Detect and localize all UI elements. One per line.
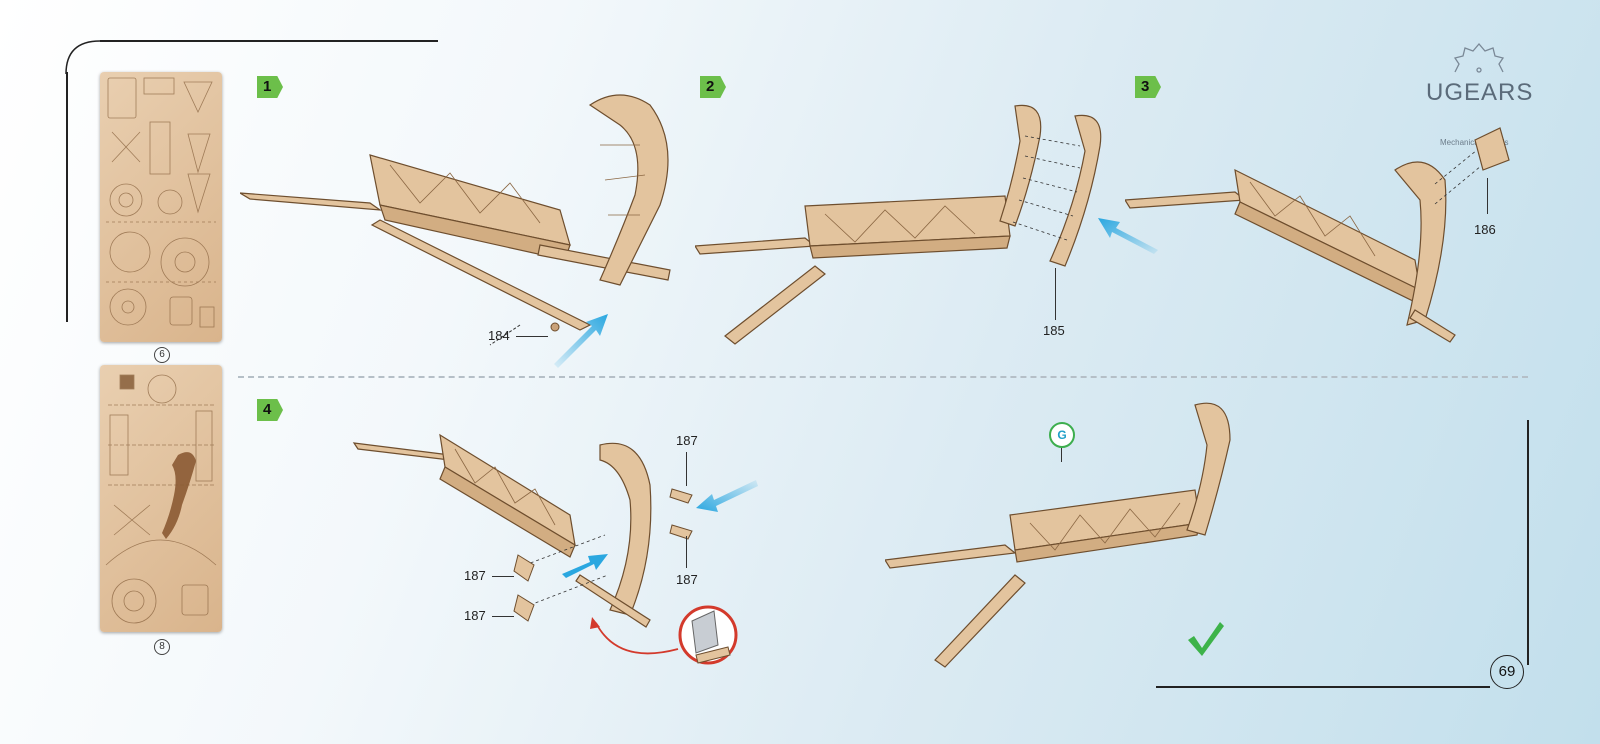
part-label-185: 185 bbox=[1043, 323, 1065, 338]
leader-line-187-left-top bbox=[492, 576, 514, 577]
parts-sheet-6 bbox=[100, 72, 222, 342]
marker-arrow bbox=[1061, 448, 1062, 462]
step-badge-1: 1 bbox=[257, 76, 283, 98]
part-label-187-bottom-right: 187 bbox=[676, 572, 698, 587]
step-1-insert-arrow bbox=[554, 314, 608, 368]
step-4-insert-arrow-inner bbox=[562, 554, 608, 578]
step-3-illustration bbox=[1125, 127, 1510, 343]
leader-line-184 bbox=[516, 336, 548, 337]
step-separator bbox=[238, 376, 1528, 378]
sheet-number-6: 6 bbox=[154, 347, 170, 363]
step-badge-3: 3 bbox=[1135, 76, 1161, 98]
frame-top-line bbox=[100, 40, 438, 42]
gear-outline-icon bbox=[1453, 43, 1505, 73]
checkmark-icon bbox=[1188, 622, 1224, 656]
part-label-187-left-bottom: 187 bbox=[464, 608, 486, 623]
leader-line-186 bbox=[1487, 178, 1488, 214]
part-label-187-top-right: 187 bbox=[676, 433, 698, 448]
sheet-number-8: 8 bbox=[154, 639, 170, 655]
final-assembly-illustration bbox=[885, 402, 1231, 668]
frame-corner bbox=[65, 40, 101, 75]
leader-line-185 bbox=[1055, 268, 1056, 320]
parts-sheet-8 bbox=[100, 365, 222, 632]
step-4-parts-187-right bbox=[669, 488, 693, 540]
step-badge-2: 2 bbox=[700, 76, 726, 98]
brand-tagline: Mechanical models bbox=[1440, 138, 1509, 147]
step-4-insert-arrow-top bbox=[696, 480, 758, 512]
step-badge-4: 4 bbox=[257, 399, 283, 421]
frame-left-line bbox=[66, 72, 68, 322]
step-4-illustration bbox=[352, 433, 652, 628]
brand-name: UGEARS bbox=[1426, 79, 1534, 106]
leader-line-187-top-right bbox=[686, 452, 687, 486]
part-label-186: 186 bbox=[1474, 222, 1496, 237]
frame-right-line bbox=[1527, 420, 1529, 665]
leader-line-187-bottom-right bbox=[686, 536, 687, 568]
step-2-insert-arrow bbox=[1098, 218, 1158, 254]
leader-line-187-left-bottom bbox=[492, 616, 514, 617]
assembly-marker-g: G bbox=[1049, 422, 1075, 448]
part-label-187-left-top: 187 bbox=[464, 568, 486, 583]
frame-bottom-line bbox=[1156, 686, 1490, 688]
step-2-illustration bbox=[695, 104, 1102, 345]
detail-magnifier bbox=[590, 605, 738, 665]
part-label-184: 184 bbox=[488, 328, 510, 343]
page-number: 69 bbox=[1490, 655, 1524, 689]
step-1-illustration bbox=[240, 94, 671, 346]
